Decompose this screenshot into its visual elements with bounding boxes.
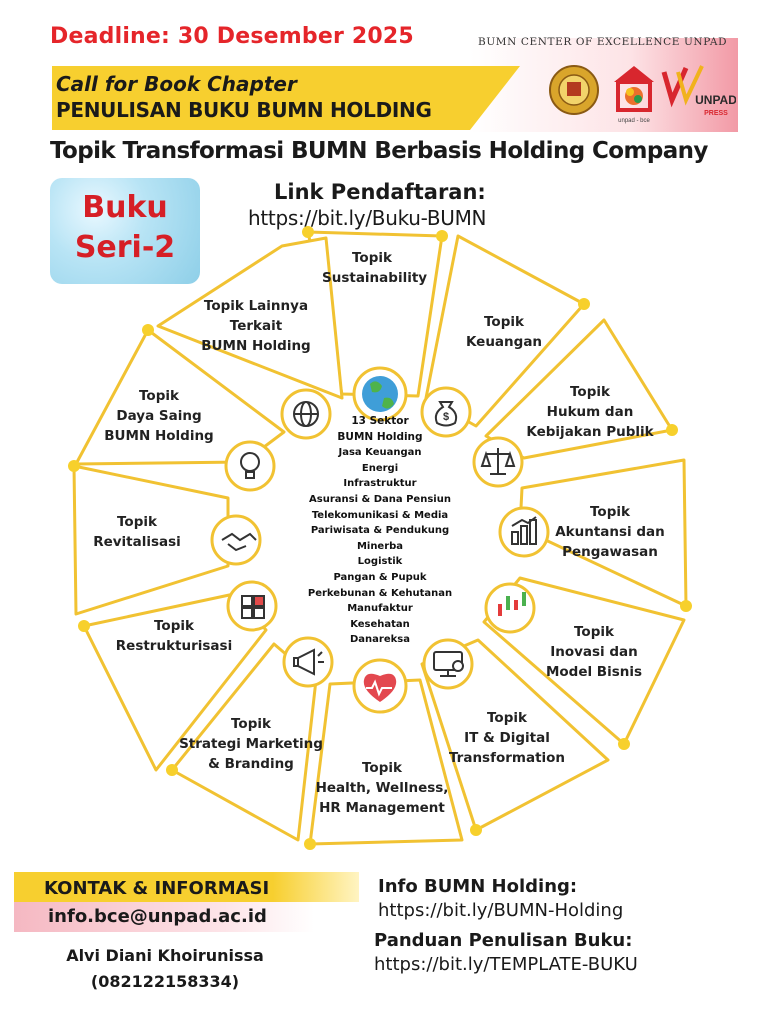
press-logo-text: PRESS [704,110,728,117]
ring-dot [78,620,90,632]
contact-yellow-strip [14,872,359,902]
contact-pink-strip [14,902,314,932]
sector-heading-count: 13 Sektor [351,415,409,427]
unpad-logo-text: UNPAD [695,93,736,107]
info-holding-link[interactable]: https://bit.ly/BUMN-Holding [378,900,624,921]
ring-dot [142,324,154,336]
sector-list: 13 Sektor BUMN Holding Jasa Keuangan Ene… [280,414,480,648]
heart-icon-ring [352,658,408,714]
contact-band [14,872,359,932]
sector-heading-title: BUMN Holding [337,430,423,443]
call-for-book-chapter: Call for Book Chapter [56,72,297,96]
sector-item: Infrastruktur [343,478,417,490]
contact-name: Alvi Diani Khoirunissa [66,946,264,965]
panduan-link[interactable]: https://bit.ly/TEMPLATE-BUKU [374,954,638,975]
bce-house-logo: unpad - bce [614,66,654,124]
monitor-icon [433,651,464,677]
registration-label: Link Pendaftaran: [274,180,486,204]
unpad-seal-logo [549,65,599,115]
sector-item: Manufaktur [347,603,413,615]
logos-group: unpad - bce UNPAD PRESS [549,65,736,124]
sector-item: Asuransi & Dana Pensiun [309,493,451,505]
center-banner-text: BUMN CENTER OF EXCELLENCE UNPAD [478,36,728,48]
sector-item: Pangan & Pupuk [333,571,427,583]
sector-item: Kesehatan [350,618,410,630]
candlestick-icon [498,592,526,616]
sector-item: Perkebunan & Kehutanan [307,587,453,599]
panduan-label: Panduan Penulisan Buku: [374,930,633,951]
ring-dot [68,460,80,472]
sector-item: Danareksa [350,634,410,646]
contact-phone: (082122158334) [90,972,240,991]
ring-dot [680,600,692,612]
sector-item: Jasa Keuangan [338,447,422,459]
ring-dot [304,838,316,850]
call-banner-yellow [52,66,520,130]
lightbulb-icon [240,452,260,479]
handshake-icon-ring [210,514,262,566]
bar-chart-icon-ring [498,506,550,558]
puzzle-icon [241,595,265,619]
ring-dot [618,738,630,750]
info-holding-label: Info BUMN Holding: [378,876,578,897]
candlestick-icon-ring [484,582,536,634]
globe-icon [362,376,398,412]
seri-label: Seri-2 [74,230,176,265]
buku-seri-badge: Buku Seri-2 [50,178,200,284]
megaphone-icon [293,648,324,676]
contact-email[interactable]: info.bce@unpad.ac.id [48,906,267,927]
globe-icon-ring [352,366,408,422]
sector-item: Logistik [357,556,403,568]
deadline-text: Deadline: 30 Desember 2025 [50,24,414,49]
ring-dot [436,230,448,242]
handshake-icon [221,532,257,552]
sector-item: Minerba [356,540,404,552]
registration-link[interactable]: https://bit.ly/Buku-BUMN [248,206,487,230]
ring-dot [666,424,678,436]
contact-title: KONTAK & INFORMASI [44,878,270,899]
penulisan-buku-title: PENULISAN BUKU BUMN HOLDING [56,98,432,122]
sector-item: Telekomunikasi & Media [311,509,449,521]
sector-item: Energi [361,462,399,474]
ring-dot [578,298,590,310]
bar-chart-icon [511,516,537,545]
heart-icon [363,673,397,702]
topic-title: Topik Transformasi BUMN Berbasis Holding… [50,138,708,164]
scale-icon-ring [472,436,524,488]
bce-caption: unpad - bce [618,118,650,124]
sector-item: Pariwisata & Pendukung [310,525,450,537]
unpad-press-logo: UNPAD PRESS [661,65,736,117]
ring-dot [470,824,482,836]
buku-label: Buku [82,190,168,225]
scale-icon [480,448,516,475]
lightbulb-icon-ring [224,440,276,492]
